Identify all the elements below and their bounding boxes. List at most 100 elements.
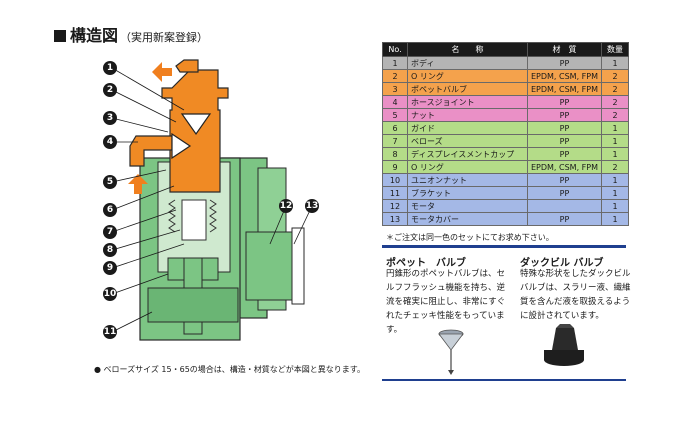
part-no: 8: [382, 147, 408, 161]
title-sub: （実用新案登録）: [120, 31, 209, 44]
part-qty: 1: [601, 56, 629, 70]
part-material: PP: [526, 173, 603, 187]
duckbill-valve-image: [544, 324, 584, 366]
callout-1: 1: [103, 61, 117, 75]
title-main: 構造図: [70, 26, 119, 45]
part-qty: 2: [601, 160, 629, 174]
callout-3: 3: [103, 111, 117, 125]
callout-6: 6: [103, 203, 117, 217]
pump-structure-diagram: [111, 59, 313, 341]
part-no: 4: [382, 95, 408, 109]
callout-8: 8: [103, 243, 117, 257]
poppet-valve-side-shape: [171, 132, 192, 160]
part-no: 6: [382, 121, 408, 135]
part-name: ポペットバルブ: [407, 82, 528, 96]
gear-shape: [147, 287, 239, 323]
part-qty: 1: [601, 212, 629, 226]
part-material: [526, 199, 603, 213]
part-material: PP: [526, 121, 603, 135]
callout-11: 11: [103, 325, 117, 339]
part-material: PP: [526, 56, 603, 70]
part-material: PP: [526, 212, 603, 226]
poppet-valve-image: [438, 329, 464, 375]
part-no: 10: [382, 173, 408, 187]
outlet-joint-shape: [175, 59, 199, 73]
callout-2: 2: [103, 83, 117, 97]
callout-10: 10: [103, 287, 117, 301]
part-qty: 2: [601, 82, 629, 96]
part-name: O リング: [407, 160, 528, 174]
header-qty: 数量: [601, 42, 629, 57]
section-divider: [382, 245, 626, 248]
part-material: PP: [526, 108, 603, 122]
part-material: PP: [526, 186, 603, 200]
part-no: 13: [382, 212, 408, 226]
part-no: 9: [382, 160, 408, 174]
part-material: PP: [526, 95, 603, 109]
poppet-valve-top-shape: [180, 113, 212, 136]
part-qty: 2: [601, 95, 629, 109]
part-name: ボディ: [407, 56, 528, 70]
callout-4: 4: [103, 135, 117, 149]
part-qty: 1: [601, 186, 629, 200]
part-name: ブラケット: [407, 186, 528, 200]
poppet-valve-text: 円錐形のポペットバルブは、セルフフラッシュ機能を持ち、逆流を確実に阻止し、非常に…: [386, 269, 506, 335]
displacement-cup-shape: [181, 199, 207, 241]
part-name: モータカバー: [407, 212, 528, 226]
part-material: EPDM, CSM, FPM: [526, 160, 603, 174]
title-square-icon: [54, 30, 66, 42]
bottom-divider: [382, 379, 626, 381]
duckbill-valve-text: 特殊な形状をしたダックビルバルブは、スラリー液、繊維質を含んだ液を取扱えるように…: [520, 269, 631, 321]
part-material: PP: [526, 147, 603, 161]
part-qty: 2: [601, 108, 629, 122]
callout-9: 9: [103, 261, 117, 275]
part-no: 12: [382, 199, 408, 213]
outlet-arrow-icon: [152, 62, 172, 82]
part-name: O リング: [407, 69, 528, 83]
part-no: 3: [382, 82, 408, 96]
part-no: 1: [382, 56, 408, 70]
inlet-arrow-icon: [128, 174, 148, 194]
part-name: モータ: [407, 199, 528, 213]
part-no: 5: [382, 108, 408, 122]
part-qty: 1: [601, 134, 629, 148]
callout-7: 7: [103, 225, 117, 239]
part-qty: 2: [601, 69, 629, 83]
part-qty: 1: [601, 121, 629, 135]
motor-body-shape: [245, 231, 297, 301]
part-qty: 1: [601, 147, 629, 161]
part-no: 7: [382, 134, 408, 148]
part-qty: 1: [601, 173, 629, 187]
part-name: ディスプレイスメントカップ: [407, 147, 528, 161]
part-material: EPDM, CSM, FPM: [526, 82, 603, 96]
part-no: 11: [382, 186, 408, 200]
callout-13: 13: [305, 199, 319, 213]
part-name: ベローズ: [407, 134, 528, 148]
callout-12: 12: [279, 199, 293, 213]
part-material: EPDM, CSM, FPM: [526, 69, 603, 83]
bellows-size-note: ● ベローズサイズ 15・65の場合は、構造・材質などが本図と異なります。: [94, 365, 365, 374]
motor-cap-shape: [291, 227, 305, 305]
table-note: ＊ご注文は同一色のセットにてお求め下さい。: [386, 233, 554, 242]
header-no: No.: [382, 42, 408, 57]
part-name: ユニオンナット: [407, 173, 528, 187]
header-name: 名 称: [407, 42, 528, 57]
part-material: PP: [526, 134, 603, 148]
duckbill-valve-title: ダックビル バルブ: [520, 258, 604, 269]
part-name: ホースジョイント: [407, 95, 528, 109]
part-no: 2: [382, 69, 408, 83]
part-name: ガイド: [407, 121, 528, 135]
